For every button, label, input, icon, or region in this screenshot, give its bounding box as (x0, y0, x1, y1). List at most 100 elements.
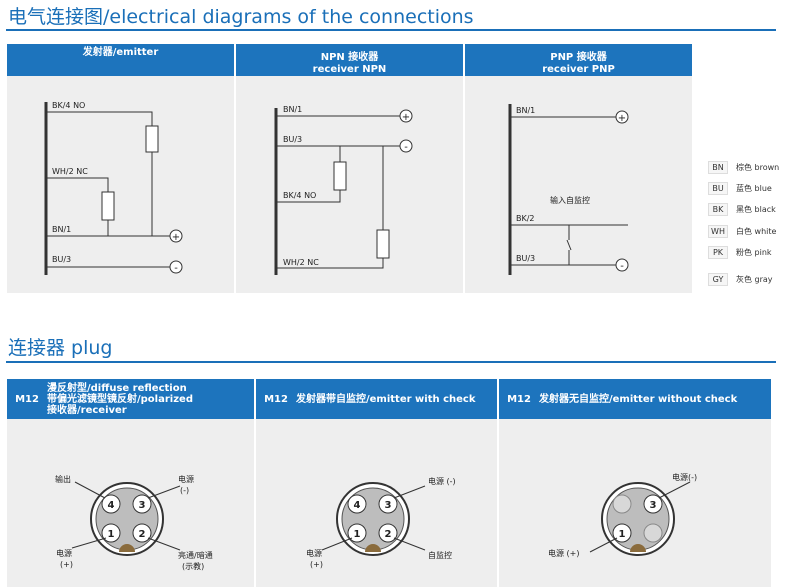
emitter-resistor-2 (101, 191, 115, 221)
legend-code: WH (708, 225, 728, 238)
legend-name: 粉色 pink (736, 248, 772, 257)
npn-plus-sign: + (402, 112, 410, 123)
pin-number: 2 (139, 529, 146, 540)
pnp-header-sub: receiver PNP (542, 64, 615, 75)
plug-header: M12 发射器无自监控/emitter without check (499, 379, 771, 419)
npn-header-sub: receiver NPN (312, 64, 387, 75)
pnp-header-label: PNP 接收器 (550, 52, 607, 63)
legend-name: 白色 white (736, 227, 777, 236)
npn-minus-sign: - (404, 142, 408, 153)
plug-desc-line: 发射器无自监控/emitter without check (539, 393, 738, 405)
emitter-minus-terminal (169, 260, 183, 274)
plug-description: 漫反射型/diffuse reflection 带偏光滤镜型镜反射/polari… (47, 383, 193, 416)
legend-code: GY (708, 273, 728, 286)
npn-label-bk: BK/4 NO (283, 191, 316, 200)
pin-number: 4 (354, 500, 361, 511)
npn-label-bu: BU/3 (283, 135, 302, 144)
pin-label: 电源(-) (672, 472, 697, 482)
legend-name: 灰色 gray (736, 275, 773, 284)
npn-resistor-2 (376, 229, 390, 259)
plug-header: M12 发射器带自监控/emitter with check (256, 379, 497, 419)
pnp-minus-sign: - (620, 261, 624, 272)
plug-header: M12 漫反射型/diffuse reflection 带偏光滤镜型镜反射/po… (7, 379, 254, 419)
pin-label: 电源 (178, 474, 194, 484)
npn-resistor-1 (333, 161, 347, 191)
pin-number: 3 (139, 500, 146, 511)
emitter-label-bk: BK/4 NO (52, 101, 85, 110)
connector-face (589, 481, 691, 556)
pin-number: 3 (385, 500, 392, 511)
pin-number: 1 (354, 529, 361, 540)
pin-number: 4 (108, 500, 115, 511)
legend-code: BU (708, 182, 728, 195)
pin-number: 3 (650, 500, 657, 511)
pin-label: (+) (60, 560, 73, 569)
npn-wire-wh (276, 146, 384, 269)
emitter-plus-sign: + (172, 232, 180, 243)
plug-desc-line: 带偏光滤镜型镜反射/polarized (47, 393, 193, 405)
plug-m12-label: M12 (264, 393, 288, 405)
pnp-label-bu: BU/3 (516, 254, 535, 263)
pnp-label-bk: BK/2 (516, 214, 535, 223)
pnp-plus-sign: + (618, 113, 626, 124)
pin-label: 电源 (306, 548, 322, 558)
pin-number: 2 (385, 529, 392, 540)
plug-m12-label: M12 (507, 393, 531, 405)
npn-minus-terminal (399, 139, 413, 153)
npn-label-wh: WH/2 NC (283, 258, 319, 267)
legend-code: PK (708, 246, 728, 259)
section-divider (6, 361, 776, 363)
legend-item: PK 粉色 pink (708, 246, 772, 259)
npn-header-label: NPN 接收器 (320, 52, 379, 63)
pnp-label-check: 输入自监控 (550, 195, 590, 205)
pnp-label-bn: BN/1 (516, 106, 535, 115)
plug-m12-label: M12 (15, 393, 39, 405)
legend-item: BU 蓝色 blue (708, 182, 772, 195)
emitter-resistor-1 (145, 125, 159, 153)
legend-name: 蓝色 blue (736, 184, 772, 193)
section-title-plug: 连接器 plug (8, 337, 113, 359)
pin-label: 自监控 (428, 550, 452, 560)
legend-item: GY 灰色 gray (708, 273, 773, 286)
wiring-diagrams: BK/4 NO WH/2 NC BN/1 BU/3 BN/1 BU/3 BK/4… (44, 101, 629, 275)
pin-label: 电源 (+) (548, 548, 580, 558)
emitter-label-bu: BU/3 (52, 255, 71, 264)
pin-number: 1 (619, 529, 626, 540)
section-title-diagrams: 电气连接图/electrical diagrams of the connect… (8, 6, 474, 28)
pin-label: (+) (310, 560, 323, 569)
emitter-label-bn: BN/1 (52, 225, 71, 234)
emitter-minus-sign: - (174, 263, 178, 274)
pnp-minus-terminal (615, 258, 629, 272)
emitter-header: 发射器/emitter (7, 44, 234, 76)
pnp-panel (465, 44, 692, 293)
pnp-switch-contact (566, 239, 572, 251)
pin-label: 输出 (55, 474, 71, 484)
emitter-label-wh: WH/2 NC (52, 167, 88, 176)
connector-face (321, 482, 426, 556)
pin-label: (示教) (182, 561, 204, 571)
plug-desc-line: 接收器/receiver (47, 404, 127, 416)
connector-face (71, 481, 181, 556)
npn-plus-terminal (399, 109, 413, 123)
emitter-header-label: 发射器/emitter (82, 47, 159, 58)
pin-label: (-) (180, 486, 189, 495)
legend-code: BN (708, 161, 728, 174)
plug-desc-line: 漫反射型/diffuse reflection (47, 382, 187, 394)
npn-label-bn: BN/1 (283, 105, 302, 114)
pnp-plus-terminal (615, 110, 629, 124)
legend-code: BK (708, 203, 728, 216)
legend-item: BN 棕色 brown (708, 161, 779, 174)
section-divider (6, 29, 776, 31)
pin-label: 亮通/暗通 (178, 550, 213, 560)
legend-item: WH 白色 white (708, 225, 776, 238)
pin-number: 1 (108, 529, 115, 540)
plug-desc-line: 发射器带自监控/emitter with check (296, 393, 476, 405)
plug-diagrams: 4 3 1 2 输出 电源 (-) 电源 (+) 亮通/暗通 (示教) 4 3 … (55, 472, 697, 571)
pin-label: 电源 (56, 548, 72, 558)
pin-label: 电源 (-) (428, 476, 456, 486)
npn-panel (236, 44, 463, 293)
emitter-plus-terminal (169, 229, 183, 243)
pnp-header: PNP 接收器 receiver PNP (465, 44, 692, 76)
legend-name: 棕色 brown (736, 163, 780, 172)
